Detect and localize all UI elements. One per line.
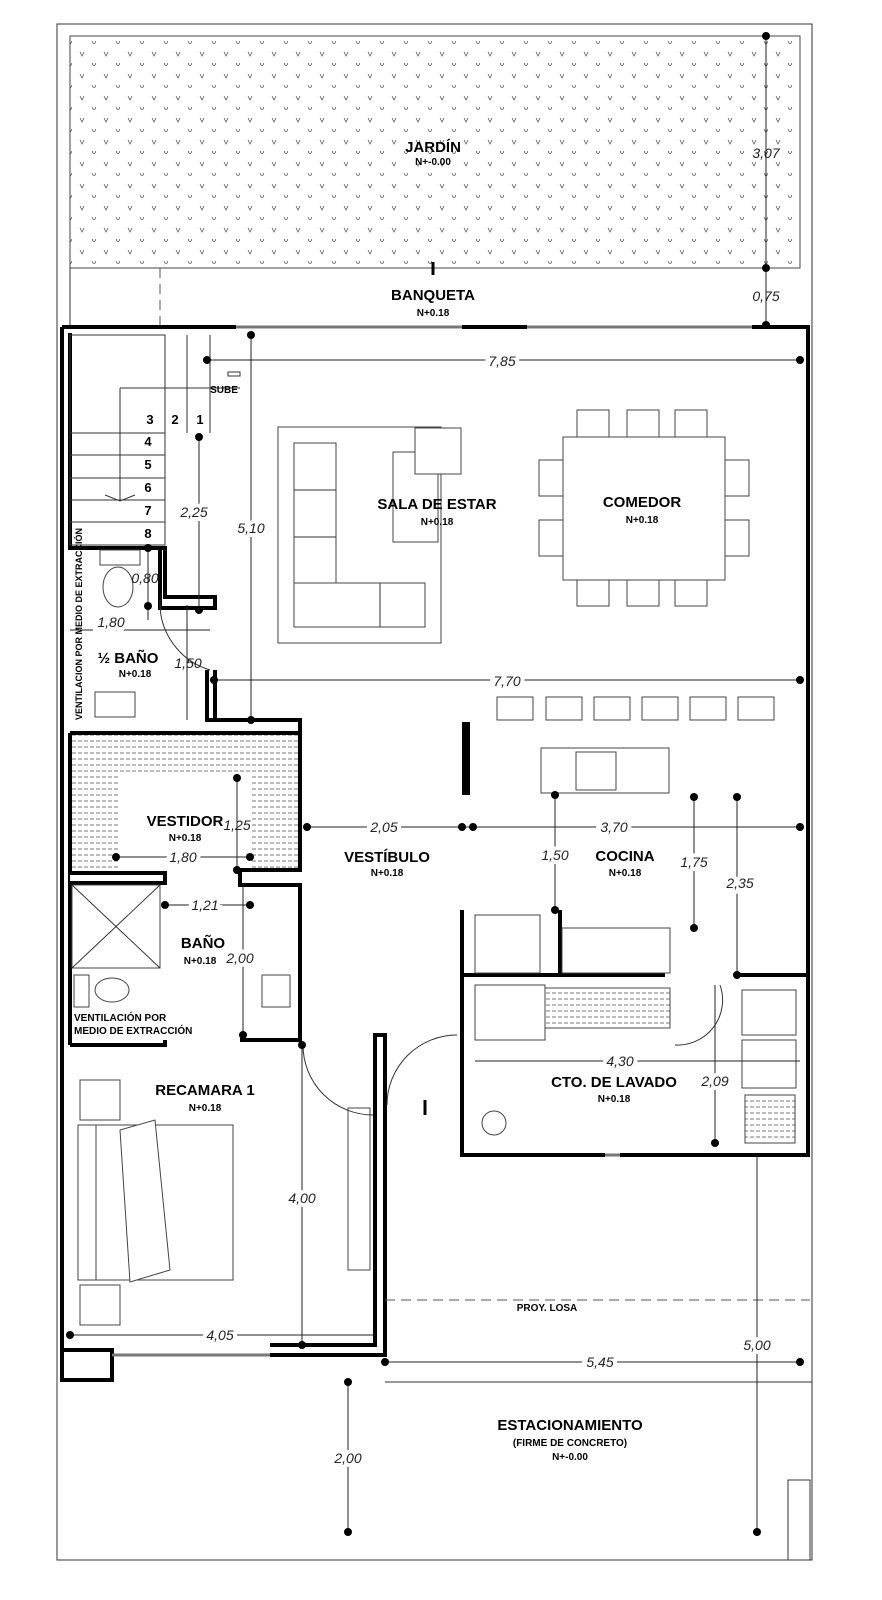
- dim-label: 5,10: [237, 520, 264, 536]
- room-name-comedor: COMEDOR: [603, 494, 682, 511]
- room-level: N+0.18: [626, 515, 659, 526]
- dim-label: 0,75: [752, 288, 779, 304]
- room-labels: JARDÍN N+-0.00 BANQUETA N+0.18 SALA DE E…: [73, 139, 681, 1463]
- room-level: N+0.18: [421, 517, 454, 528]
- room-sub: (FIRME DE CONCRETO): [513, 1438, 627, 1449]
- room-name-lavado: CTO. DE LAVADO: [551, 1074, 677, 1091]
- step-number: 6: [144, 480, 151, 495]
- slab-projection-label: PROY. LOSA: [517, 1303, 578, 1314]
- sofa: [277, 426, 462, 644]
- dim-label: 2,00: [333, 1450, 361, 1466]
- room-level: N+0.18: [189, 1103, 222, 1114]
- dim-label: 1,21: [191, 897, 218, 913]
- lot-boundary: [56, 23, 813, 1561]
- room-name-recamara: RECAMARA 1: [155, 1082, 254, 1099]
- room-name-estacionamiento: ESTACIONAMIENTO: [497, 1417, 643, 1434]
- dim-label: 2,25: [179, 504, 207, 520]
- dimension-lines: [66, 32, 804, 1536]
- dim-label: 1,50: [541, 847, 568, 863]
- room-name-jardin: JARDÍN: [405, 139, 461, 156]
- dim-label: 4,00: [288, 1190, 315, 1206]
- kitchen-fixtures: [474, 696, 797, 1144]
- room-level: N+-0.00: [415, 157, 451, 168]
- room-name-vestibulo: VESTÍBULO: [344, 849, 430, 866]
- dim-label: 1,75: [680, 854, 707, 870]
- dim-label: 1,50: [174, 655, 201, 671]
- dim-label: 3,07: [752, 145, 780, 161]
- step-number: 7: [144, 503, 151, 518]
- step-number: 5: [144, 457, 151, 472]
- room-level: N+-0.00: [552, 1452, 588, 1463]
- step-number: 3: [146, 412, 153, 427]
- dim-label: 3,70: [600, 819, 627, 835]
- garden-area: [69, 35, 801, 269]
- ventilation-note: VENTILACIÓN POR: [74, 1011, 167, 1024]
- ventilation-note: VENTILACION POR MEDIO DE EXTRACCIÓN: [73, 528, 84, 720]
- dim-label: 4,30: [606, 1053, 633, 1069]
- dim-label: 5,00: [743, 1337, 770, 1353]
- room-level: N+0.18: [119, 669, 152, 680]
- dim-label: 2,00: [225, 950, 253, 966]
- room-level: N+0.18: [598, 1094, 631, 1105]
- dim-label: 7,70: [493, 673, 520, 689]
- dim-label: 5,45: [586, 1354, 613, 1370]
- stairs-label: SUBE: [210, 385, 238, 396]
- step-number: 1: [196, 412, 203, 427]
- room-name-sala: SALA DE ESTAR: [377, 496, 496, 513]
- room-name-vestidor: VESTIDOR: [147, 813, 224, 830]
- room-level: N+0.18: [417, 308, 450, 319]
- room-name-medio-bano: ½ BAÑO: [98, 649, 159, 667]
- room-level: N+0.18: [184, 956, 217, 967]
- room-level: N+0.18: [609, 868, 642, 879]
- room-name-cocina: COCINA: [595, 848, 654, 865]
- dim-label: 4,05: [206, 1327, 233, 1343]
- stove: [575, 751, 617, 791]
- closets: [72, 735, 298, 870]
- dim-label: 1,25: [223, 817, 250, 833]
- step-number: 4: [144, 434, 152, 449]
- dim-label: 7,85: [488, 353, 515, 369]
- dim-label: 1,80: [97, 614, 124, 630]
- bathroom-fixtures: [71, 549, 291, 1008]
- step-number: 2: [171, 412, 178, 427]
- doors: [159, 599, 724, 1116]
- dim-label: 0,80: [131, 570, 158, 586]
- bed: [77, 1079, 371, 1326]
- room-level: N+0.18: [169, 833, 202, 844]
- room-name-banqueta: BANQUETA: [391, 287, 475, 304]
- room-level: N+0.18: [371, 868, 404, 879]
- dim-label: 1,80: [169, 849, 196, 865]
- dim-label: 2,09: [700, 1073, 728, 1089]
- dim-label: 2,35: [725, 875, 753, 891]
- step-number: 8: [144, 526, 151, 541]
- staircase: SUBE 1 2 3 4 5 6 7 8: [69, 334, 241, 546]
- dining-table: [538, 409, 750, 607]
- dim-label: 2,05: [369, 819, 397, 835]
- room-name-bano: BAÑO: [181, 934, 225, 952]
- ventilation-note: MEDIO DE EXTRACCIÓN: [74, 1024, 192, 1037]
